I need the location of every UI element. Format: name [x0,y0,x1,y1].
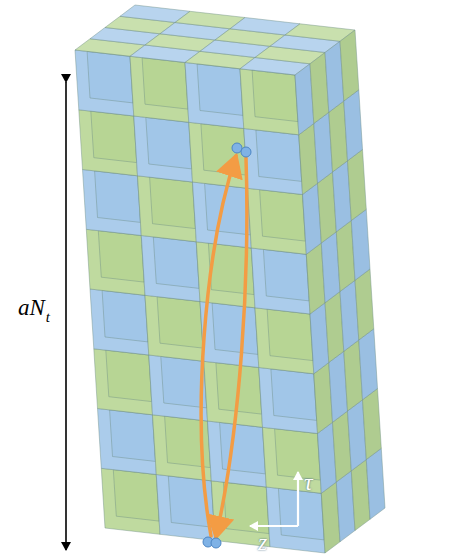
lattice-cell [79,110,138,176]
lattice-cell [260,190,306,242]
lattice-cell [366,448,385,519]
lattice-cell [87,51,133,103]
lattice-cell [83,170,142,236]
lattice-cell [340,30,359,101]
lattice-cell [255,308,314,374]
lattice-cell [252,70,298,122]
lattice-cell [240,69,299,135]
lattice-cell [271,369,317,421]
source-sink-points [203,143,251,548]
lattice-cell [101,468,160,534]
lattice-cell [146,117,192,168]
lattice-cell [145,295,204,361]
lattice-cell [201,124,247,176]
lattice-cell [153,237,199,289]
lattice-cell [189,122,248,188]
lattice-cell [95,171,141,223]
lattice-cells [75,5,385,553]
lattice-cell [256,130,302,182]
lattice-cell [200,302,259,368]
lattice-cell [212,303,258,355]
lattice-cell [94,349,153,415]
lattice-cell [141,236,200,302]
lattice-cell [208,421,267,487]
lattice-cell [185,63,244,129]
lattice-cell [220,422,266,474]
lattice-cell [248,188,307,254]
axis-label: z [258,530,267,554]
lattice-cell [266,487,325,553]
lattice-cell [134,116,193,182]
lattice-cell [267,309,313,361]
time-extent-arrow [66,82,67,550]
lattice-cell [110,410,156,462]
axes [250,472,298,526]
lattice-cell [355,269,374,340]
lattice-cell [197,64,243,116]
lattice-cell [98,409,157,475]
lattice-cell [149,355,208,421]
correlator-arrows [201,156,247,537]
lattice-cell [359,329,378,400]
lattice-cell [259,368,318,434]
lattice-cell [102,290,148,342]
lattice-cell [263,249,309,301]
lattice-cell [251,248,310,314]
extent-label: aN [18,296,45,319]
lattice-cell [244,129,303,195]
lattice-cell [351,209,370,280]
lattice-cell [344,90,363,161]
lattice-cell [75,50,134,116]
axis-label: τ [304,470,313,494]
lattice-cell [363,389,382,460]
lattice-cell [90,289,149,355]
lattice-cell [113,470,159,521]
extent-subscript: t [46,310,50,325]
lattice-cell [204,361,263,427]
lattice-cell [91,111,137,163]
lattice-cell [130,56,189,122]
lattice-cell [106,350,152,402]
lattice-cell [142,58,188,110]
lattice-cell [138,176,197,242]
lattice-cell [150,177,196,229]
lattice-cell [278,488,324,540]
lattice-cell [98,231,144,283]
lattice-cell [157,297,203,349]
lattice-cell [263,427,322,493]
lattice-cell [86,229,145,295]
lattice-cell [348,150,367,221]
